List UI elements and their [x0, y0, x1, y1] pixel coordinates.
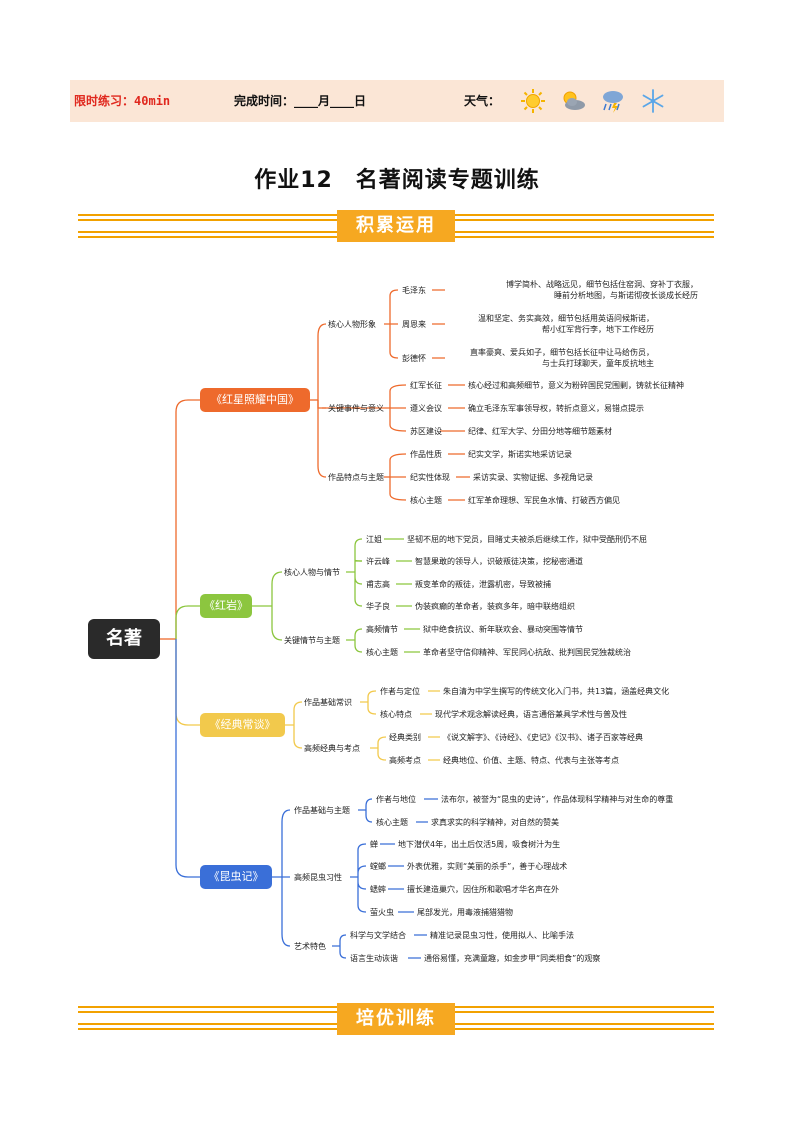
group-label: 作品特点与主题 — [328, 473, 384, 482]
item-detail: 《说文解字》、《诗经》、《史记》《汉书》、诸子百家等经典 — [443, 733, 643, 742]
item-detail: 革命者坚守信仰精神、军民同心抗敌、批判国民党独裁统治 — [423, 648, 631, 657]
item-detail: 核心经过和高频细节，意义为粉碎国民党围剿，铸就长征精神 — [468, 381, 684, 390]
group-label: 关键情节与主题 — [284, 636, 340, 645]
page-title: 作业12 名著阅读专题训练 — [254, 168, 540, 193]
item-key: 高频考点 — [389, 756, 421, 765]
item-detail: 求真求实的科学精神，对自然的赞美 — [431, 818, 559, 827]
item-key: 彭德怀 — [402, 354, 426, 363]
item-detail: 外表优雅，实则“美丽的杀手”，善于心理战术 — [407, 862, 568, 871]
item-detail: 朱自清为中学生撰写的传统文化入门书，共13篇，涵盖经典文化 — [443, 687, 670, 696]
item-key: 蝉 — [370, 840, 378, 849]
group-label: 核心人物与情节 — [284, 568, 340, 577]
item-detail: 采访实录、实物证据、多视角记录 — [473, 473, 593, 482]
item-key: 江姐 — [366, 535, 382, 544]
item-key: 核心特点 — [380, 710, 412, 719]
book-insects: 《昆虫记》 — [200, 865, 272, 889]
item-key: 核心主题 — [376, 818, 408, 827]
item-key: 周恩来 — [402, 320, 426, 329]
item-detail: 通俗易懂，充满童趣，如金步甲“同类相食”的观察 — [424, 954, 601, 963]
item-key: 螳螂 — [370, 862, 386, 871]
group-label: 作品基础常识 — [304, 698, 352, 707]
item-detail: 坚韧不屈的地下党员，目睹丈夫被杀后继续工作，狱中受酷刑仍不屈 — [407, 535, 647, 544]
section-title-training: 培优训练 — [337, 1003, 455, 1035]
item-detail: 红军革命理想、军民鱼水情、打破西方偏见 — [468, 496, 620, 505]
item-key: 蟋蟀 — [370, 885, 386, 894]
item-detail: 狱中绝食抗议、新年联欢会、暴动突围等情节 — [423, 625, 583, 634]
partly-cloudy-icon — [563, 91, 585, 110]
item-detail: 法布尔，被誉为“昆虫的史诗”，作品体现科学精神与对生命的尊重 — [441, 795, 674, 804]
item-detail: 叛变革命的叛徒，泄露机密，导致被捕 — [415, 580, 551, 589]
item-detail: 精准记录昆虫习性，使用拟人、比喻手法 — [430, 931, 574, 940]
group-label: 艺术特色 — [294, 942, 326, 951]
item-key: 华子良 — [366, 602, 390, 611]
practice-label: 限时练习： — [74, 94, 135, 108]
item-detail: 地下潜伏4年，出土后仅活5周，吸食树汁为生 — [398, 840, 561, 849]
section-title-accumulate: 积累运用 — [337, 210, 455, 242]
group-label: 关键事件与意义 — [328, 404, 384, 413]
item-key: 经典类别 — [389, 733, 421, 742]
item-key: 核心主题 — [366, 648, 398, 657]
item-detail: 伪装疯癫的革命者，装疯多年，暗中联络组织 — [415, 602, 575, 611]
group-label: 高频昆虫习性 — [294, 873, 342, 882]
item-detail: 纪律、红军大学、分田分地等细节题素材 — [468, 427, 612, 436]
practice-time: 限时练习：40min — [74, 94, 170, 108]
item-key: 苏区建设 — [410, 427, 442, 436]
item-detail: 直率豪爽、爱兵如子，细节包括长征中让马给伤员， 与士兵打球聊天，童年反抗地主 — [470, 348, 654, 368]
item-key: 高频情节 — [366, 625, 398, 634]
weather-label: 天气： — [464, 94, 501, 108]
item-key: 纪实性体现 — [410, 473, 450, 482]
group-label: 高频经典与考点 — [304, 744, 360, 753]
item-key: 作者与定位 — [380, 687, 420, 696]
item-detail: 擅长建造巢穴，因住所和歌唱才华名声在外 — [407, 885, 559, 894]
item-detail: 现代学术观念解读经典，语言通俗兼具学术性与普及性 — [435, 710, 627, 719]
item-detail: 确立毛泽东军事领导权，转折点意义，易错点提示 — [468, 404, 644, 413]
item-key: 红军长征 — [410, 381, 442, 390]
storm-icon — [603, 91, 623, 113]
item-detail: 博学简朴、战略远见，细节包括住窑洞、穿补丁衣服， 睡前分析地图，与斯诺彻夜长谈成… — [506, 280, 698, 300]
item-detail: 纪实文学，斯诺实地采访记录 — [468, 450, 572, 459]
item-key: 语言生动诙谐 — [350, 954, 398, 963]
item-key: 毛泽东 — [402, 286, 426, 295]
book-red-crag: 《红岩》 — [200, 594, 252, 618]
item-detail: 智慧果敢的领导人，识破叛徒决策，挖秘密通道 — [415, 557, 583, 566]
item-key: 作者与地位 — [376, 795, 416, 804]
practice-value: 40min — [134, 94, 171, 108]
item-detail: 温和坚定、务实高效，细节包括用英语问候斯诺， 帮小红军背行李，地下工作经历 — [478, 314, 654, 334]
snowflake-icon — [642, 89, 664, 113]
item-detail: 经典地位、价值、主题、特点、代表与主张等考点 — [443, 756, 619, 765]
item-key: 科学与文学结合 — [350, 931, 406, 940]
item-key: 萤火虫 — [370, 908, 394, 917]
item-detail: 尾部发光，用毒液捕猎猎物 — [417, 908, 513, 917]
root-node: 名著 — [88, 619, 160, 659]
book-red-star: 《红星照耀中国》 — [200, 388, 310, 412]
item-key: 核心主题 — [410, 496, 442, 505]
sun-icon — [521, 89, 545, 113]
item-key: 遵义会议 — [410, 404, 442, 413]
book-classics: 《经典常谈》 — [200, 713, 285, 737]
group-label: 核心人物形象 — [328, 320, 376, 329]
group-label: 作品基础与主题 — [294, 806, 350, 815]
item-key: 甫志高 — [366, 580, 390, 589]
done-time-label: 完成时间：____月____日 — [234, 94, 367, 108]
item-key: 许云峰 — [366, 557, 390, 566]
item-key: 作品性质 — [410, 450, 442, 459]
